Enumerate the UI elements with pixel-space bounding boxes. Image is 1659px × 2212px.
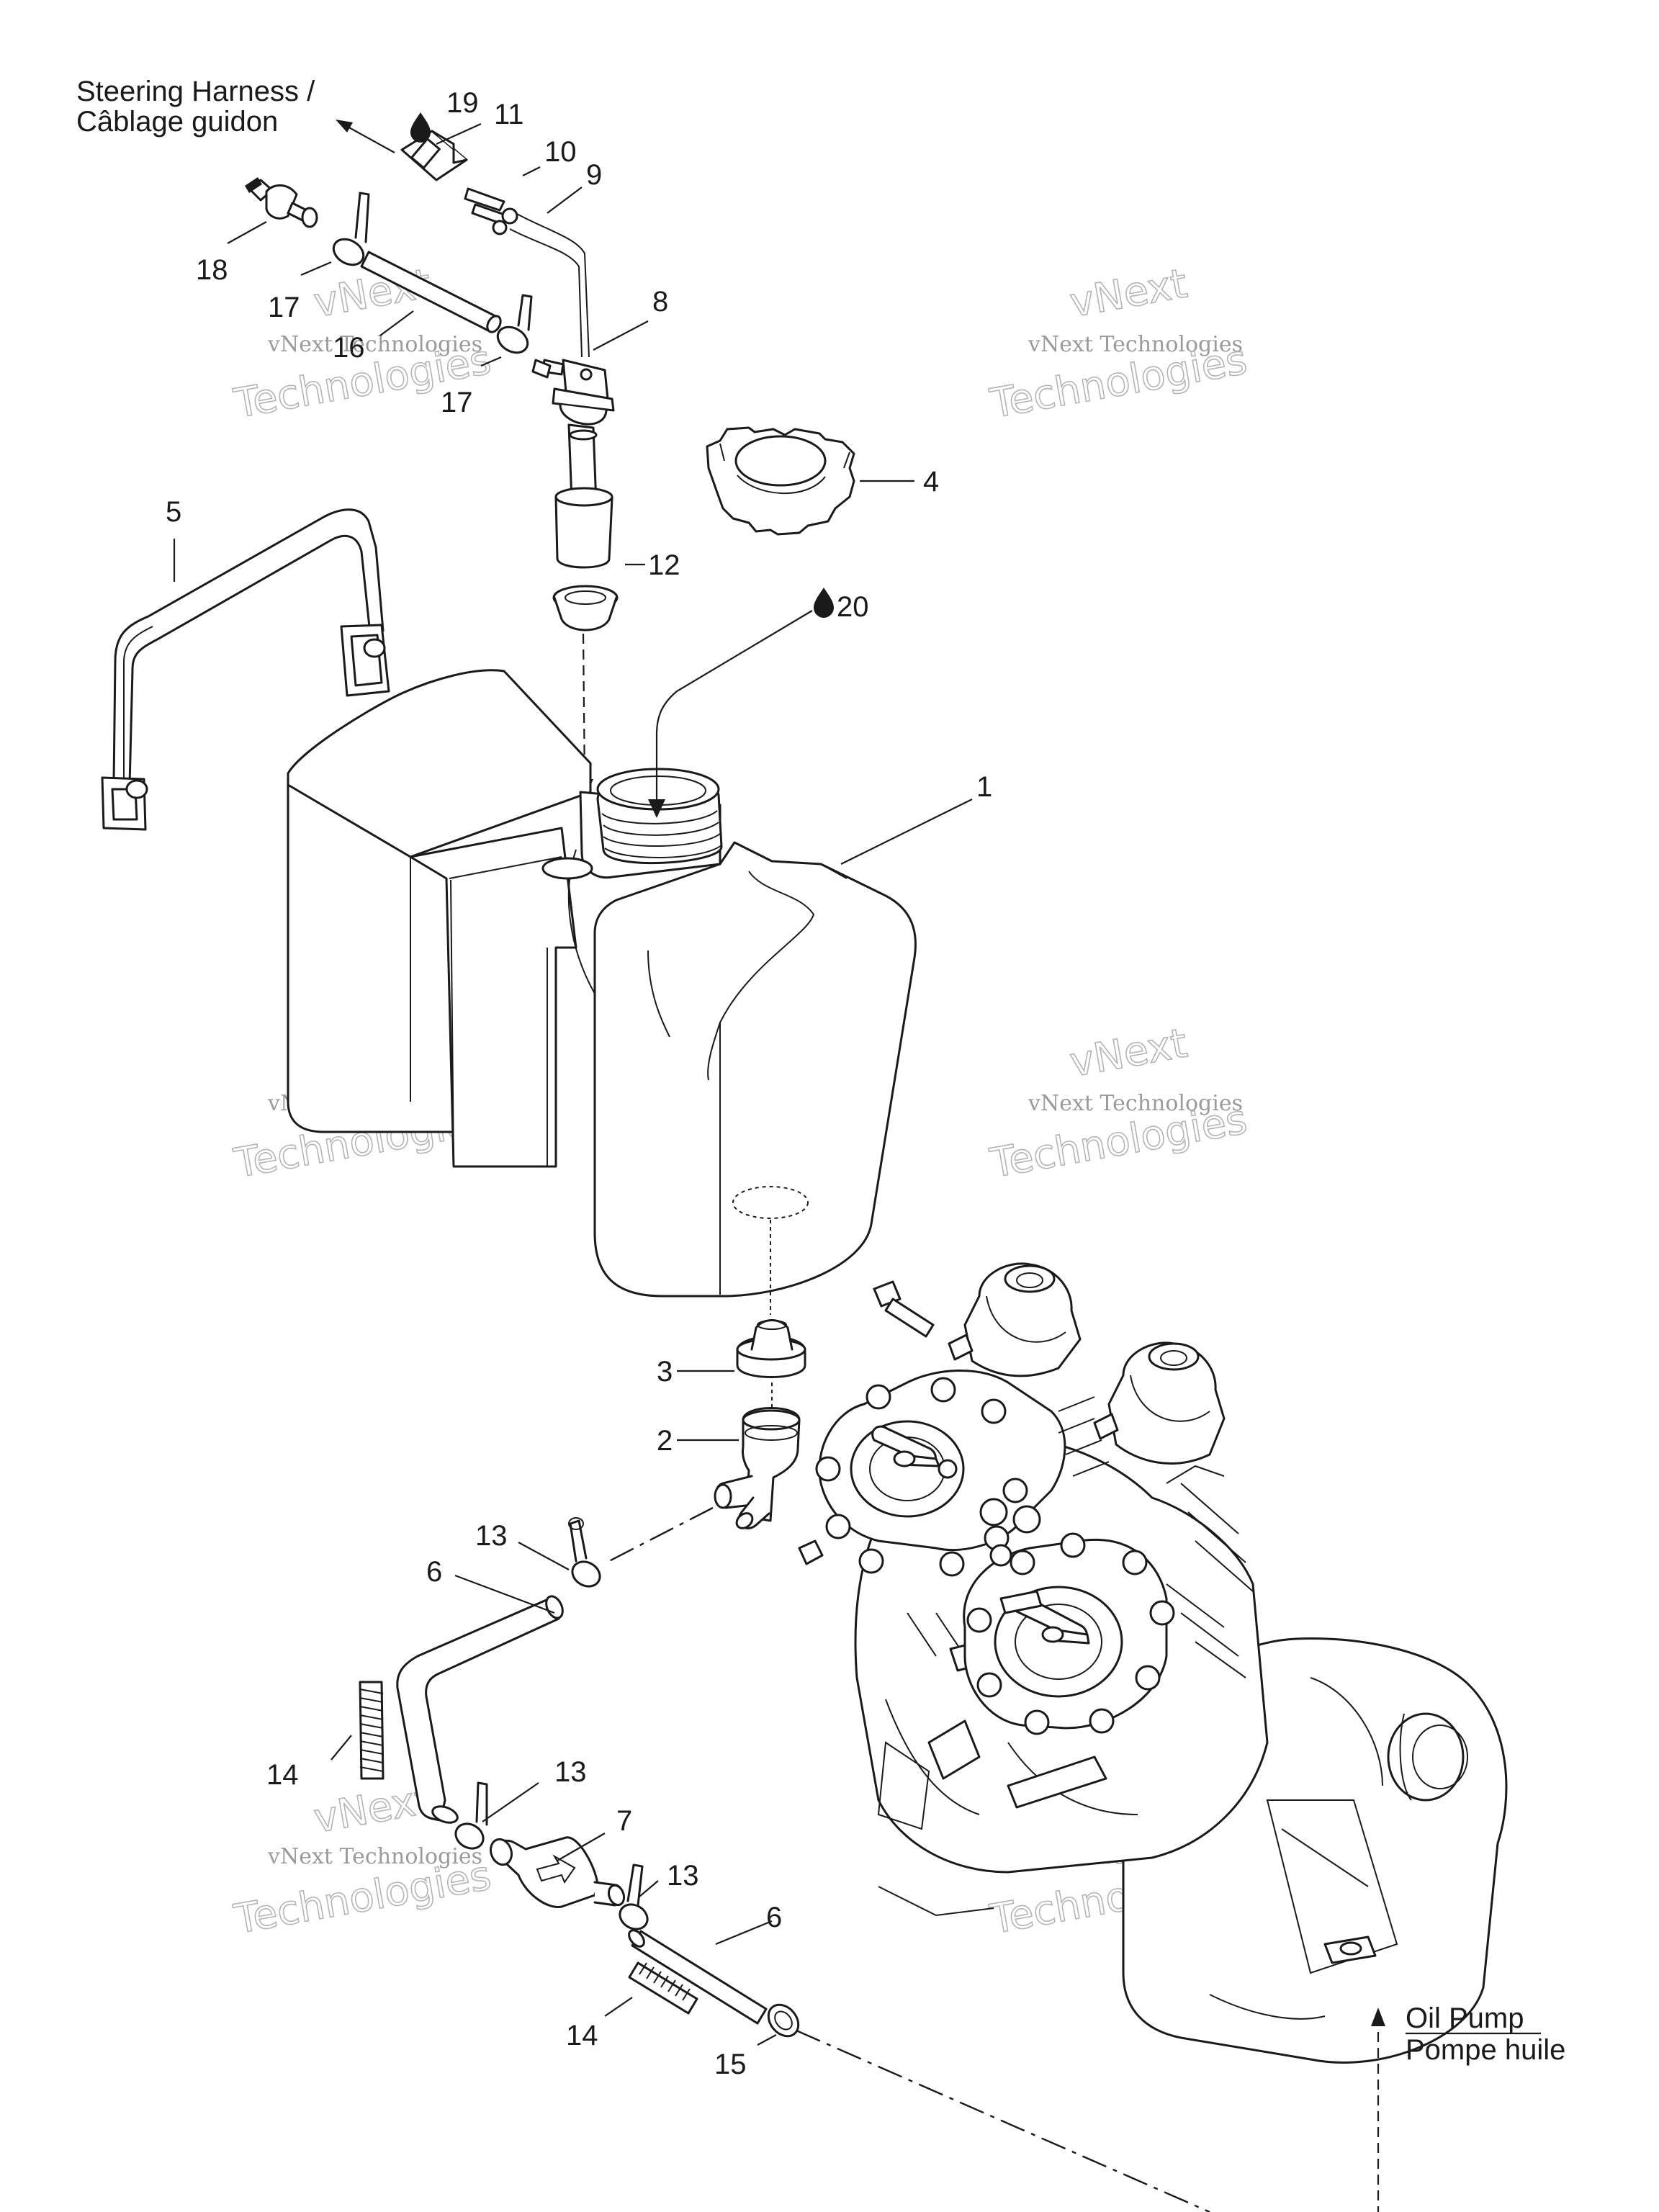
callout-4: 4 [923,466,939,498]
fill-arrow-line [655,610,813,806]
sensor-insertion-line [582,633,586,786]
part-11-connector [400,130,468,181]
callout-6-upper: 6 [426,1556,442,1588]
part-13-clamp-upper [568,1517,601,1588]
oil-pump-label-fr: Pompe huile [1406,2034,1565,2066]
oil-pump-label: Oil Pump Pompe huile [1371,2002,1565,2212]
part-18-vent-valve [245,177,318,228]
watermark-big-1: vNext [1066,260,1190,326]
watermark-text: vNext Technologies [267,332,482,357]
watermark-big-1: vNext [1066,1020,1190,1086]
watermark-text: vNext Technologies [1028,332,1243,357]
part-10-terminals [464,187,510,226]
callout-18: 18 [196,254,228,286]
watermark-text: vNext Technologies [267,1844,482,1869]
callout-2: 2 [657,1425,673,1457]
watermark-top-right: vNext Technologies vNext Technologies [986,260,1251,428]
callout-13-lower: 13 [667,1860,699,1892]
part-13-clamp-middle [454,1781,488,1850]
callout-1: 1 [976,771,992,803]
steering-harness-label-fr: Câblage guidon [76,106,278,138]
engine-block [798,1262,1508,2064]
callout-15: 15 [714,2049,747,2080]
leader-lines [173,122,973,2046]
callout-14-upper: 14 [266,1759,299,1791]
callout-6-lower: 6 [766,1902,782,1933]
part-15-retainer [767,2003,800,2038]
oil-drop-icon [410,112,431,143]
part-6-hose-upper [396,1595,564,1824]
part-3-outlet-grommet [736,1319,806,1378]
part-12-grommet [552,585,619,631]
watermark-mid-right: vNext Technologies vNext Technologies [986,1020,1251,1188]
part-5-tank-strap [101,508,390,831]
part-4-tank-cap [706,426,855,536]
part-17-clamp-lower [496,294,533,354]
callout-10: 10 [544,136,577,168]
callout-14-lower: 14 [566,2020,598,2051]
callout-12: 12 [648,549,680,581]
callout-13-middle: 13 [554,1756,587,1788]
part-14-spring-lower [628,1961,698,2015]
part-13-clamp-lower [619,1863,649,1930]
oil-pump-label-en: Oil Pump [1406,2002,1524,2034]
part-8-level-sensor-wire [509,212,590,358]
part-1-oil-tank [287,669,917,1298]
part-8-float [554,487,613,569]
watermark-text: vNext Technologies [1028,1091,1243,1116]
callout-17-lower: 17 [441,387,473,418]
harness-arrow-head [336,120,353,132]
part-16-vent-hose [360,251,502,333]
part-9-terminal-boot [492,207,518,235]
callout-5: 5 [166,496,181,528]
oil-drop-icon [814,588,834,618]
vent-fitting [531,359,552,379]
callout-17-upper: 17 [268,292,300,323]
steering-harness-label: Steering Harness / Câblage guidon [76,76,395,153]
feed-line-to-pump [796,2029,1210,2212]
part-8-level-sensor [541,359,615,505]
part-7-inline-filter [489,1836,626,1908]
feed-line-upper [608,1506,714,1563]
watermark-bottom-left: vNext Technologies vNext Technologies [230,1776,495,1944]
callout-3: 3 [657,1356,673,1388]
callout-8: 8 [652,286,668,318]
part-2-elbow-fitting [714,1407,801,1529]
callout-numbers: 1 2 3 4 5 6 6 7 8 9 10 11 12 13 13 13 14… [166,87,992,2080]
part-6-hose-lower [628,1929,768,2025]
steering-harness-label-en: Steering Harness / [76,76,315,107]
oil-pump-arrow [1371,2008,1385,2026]
part-14-spring-upper [359,1681,385,1780]
callout-19: 19 [446,87,479,119]
callout-13-upper: 13 [475,1520,508,1552]
fill-arrow-head [648,799,665,818]
callout-20: 20 [837,591,869,623]
callout-16: 16 [333,332,365,364]
callout-7: 7 [616,1805,632,1837]
part-17-clamp-upper [332,192,370,266]
callout-9: 9 [586,159,602,191]
callout-11: 11 [494,99,524,130]
